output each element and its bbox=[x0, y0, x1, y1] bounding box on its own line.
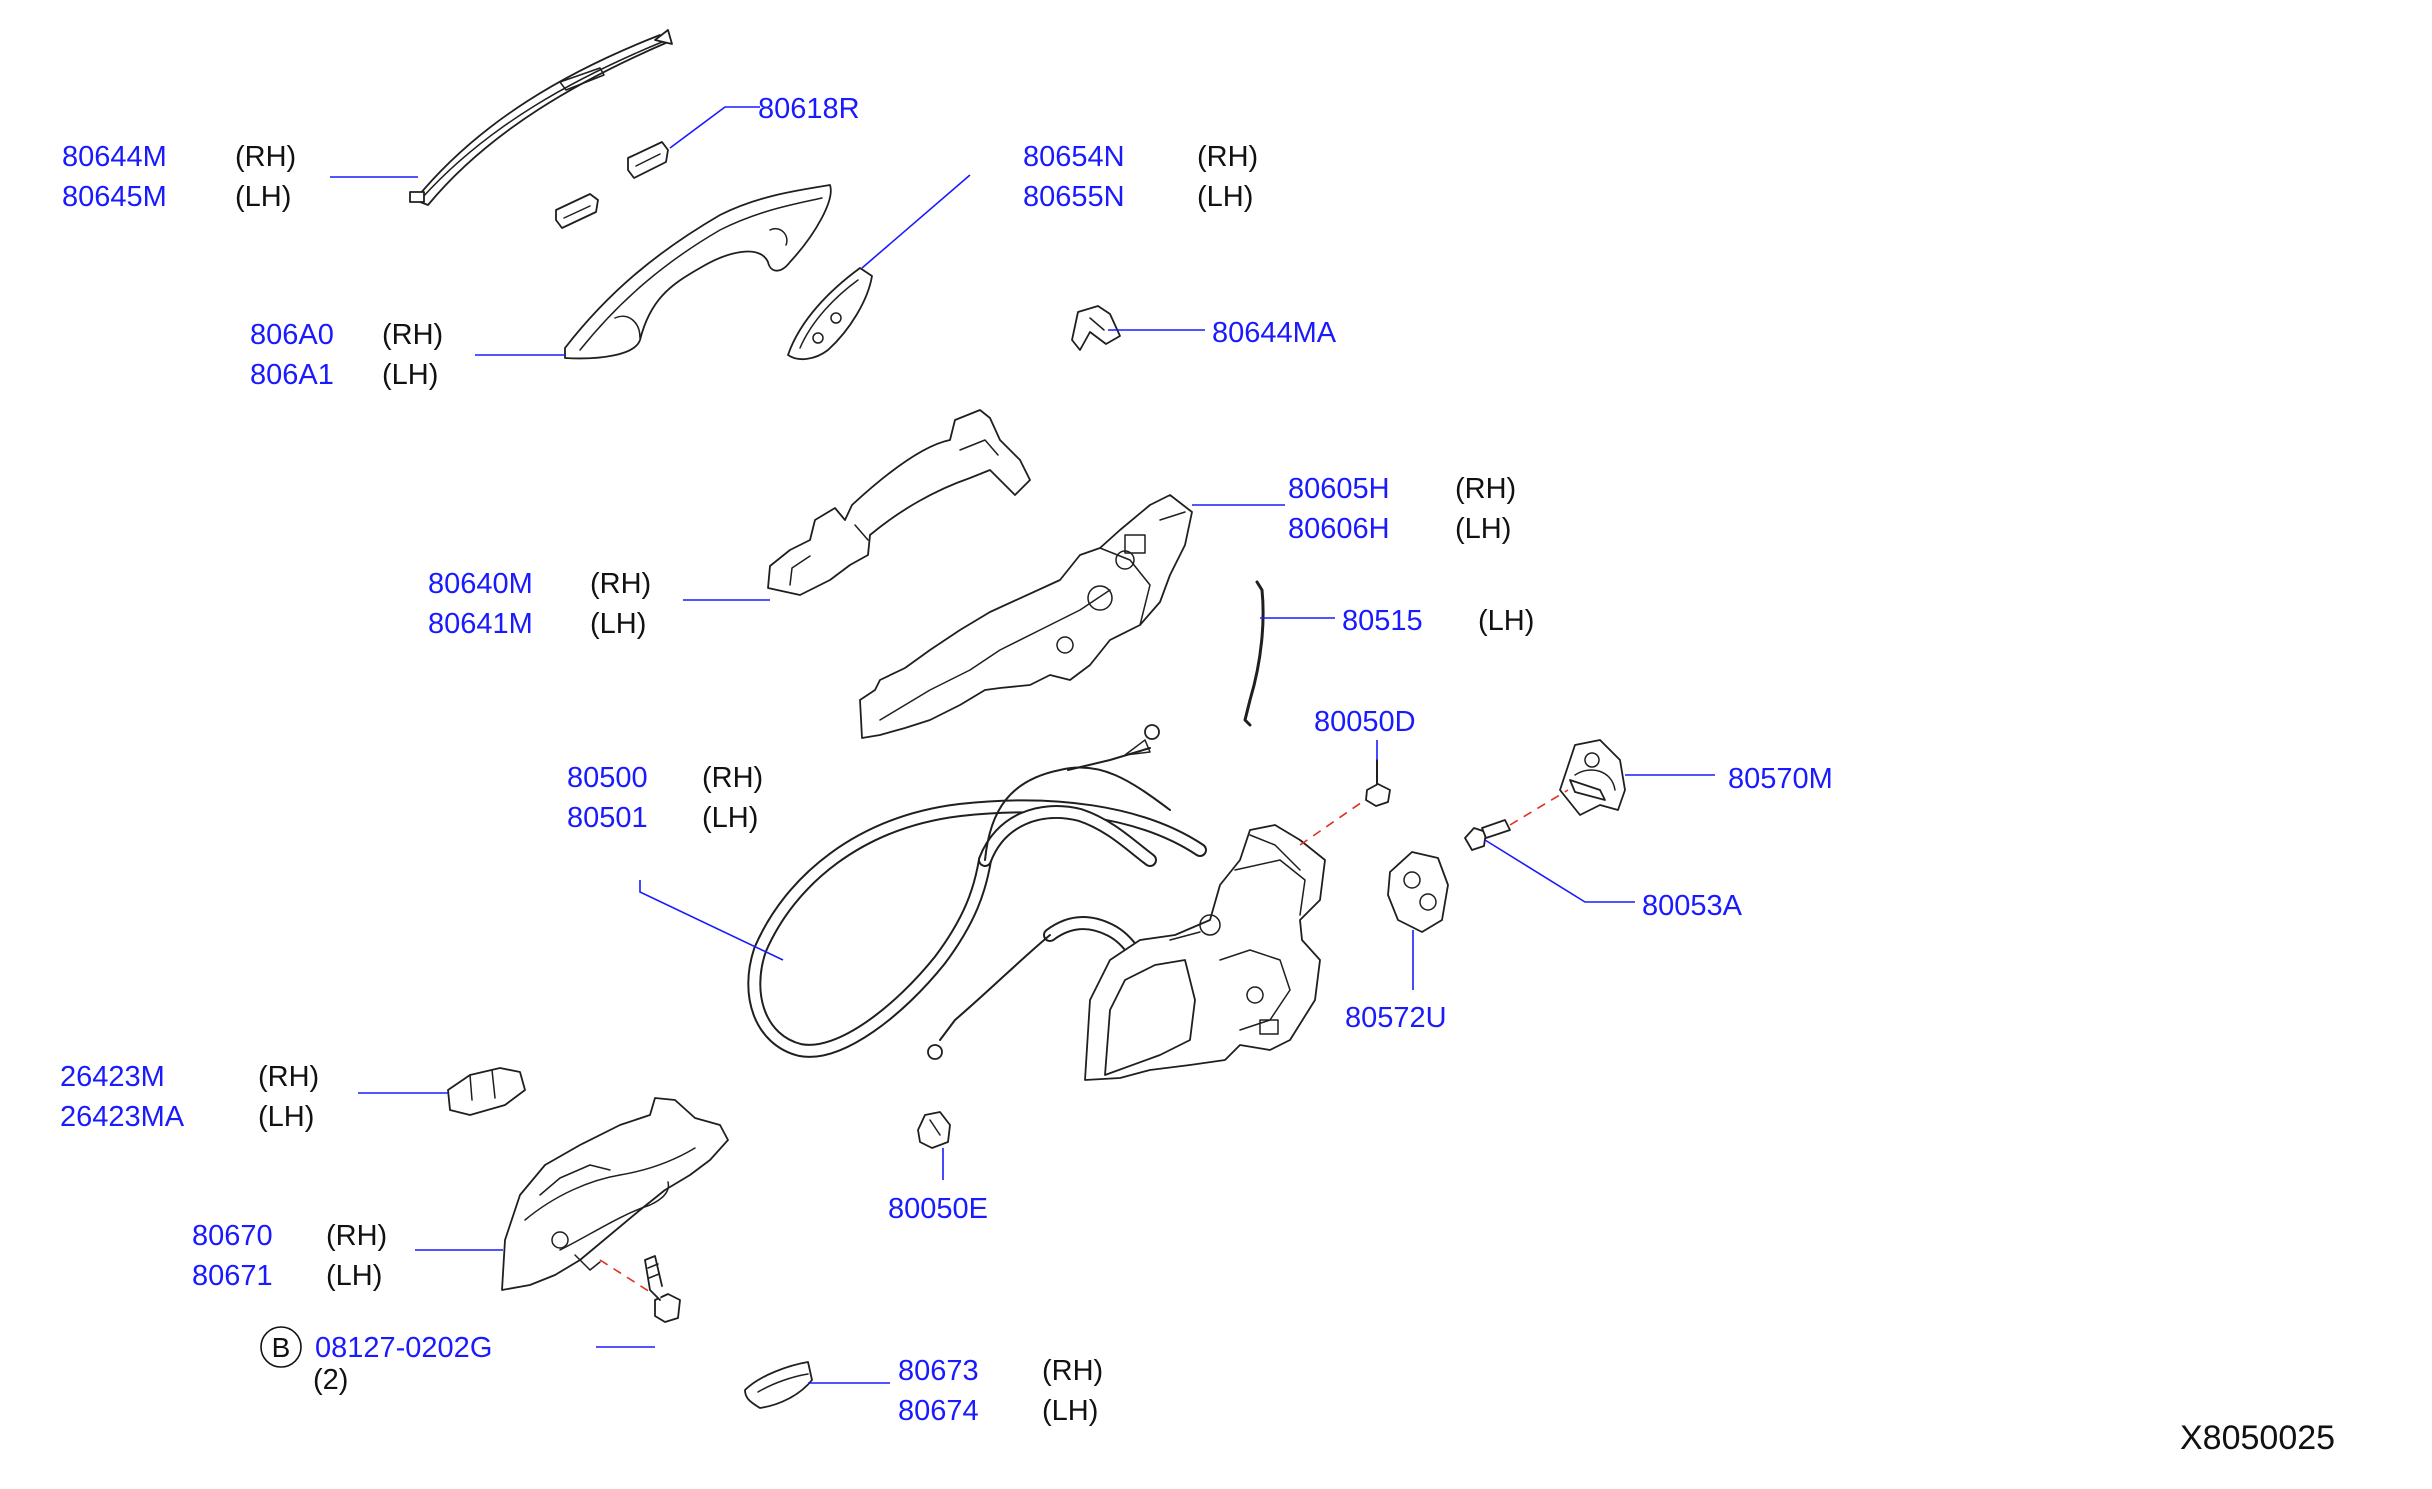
side-label-80501: (LH) bbox=[702, 802, 758, 834]
part-number-80570m[interactable]: 80570M bbox=[1728, 763, 1833, 795]
leader-lines bbox=[330, 106, 1715, 1384]
part-number-26423m[interactable]: 26423M bbox=[60, 1061, 165, 1093]
side-label-80640m: (RH) bbox=[590, 568, 651, 600]
callout-80640m: 80640M (RH) 80641M (LH) bbox=[428, 568, 651, 640]
side-label-80605h: (RH) bbox=[1455, 473, 1516, 505]
part-gasket-80654n[interactable] bbox=[787, 267, 873, 361]
callout-80654n: 80654N (RH) 80655N (LH) bbox=[1023, 141, 1258, 213]
side-label-80500: (RH) bbox=[702, 762, 763, 794]
part-number-80053a[interactable]: 80053A bbox=[1642, 890, 1743, 922]
part-door-cable[interactable] bbox=[747, 724, 1207, 1060]
part-number-08127-0202g[interactable]: 08127-0202G bbox=[315, 1332, 492, 1364]
callout-labels: 80644M(RH)80645M(LH)80618R80654N(RH)8065… bbox=[60, 93, 1833, 1427]
part-number-80645m[interactable]: 80645M bbox=[62, 181, 167, 213]
marker-letter: B bbox=[272, 1332, 291, 1363]
part-number-806a0[interactable]: 806A0 bbox=[250, 319, 334, 351]
part-number-80501[interactable]: 80501 bbox=[567, 802, 648, 834]
callout-80644m: 80644M (RH) 80645M (LH) bbox=[62, 141, 296, 213]
part-clip-left[interactable] bbox=[555, 193, 599, 229]
callout-80515: 80515 (LH) bbox=[1342, 605, 1534, 637]
part-clip-80618r[interactable] bbox=[627, 141, 669, 179]
side-label-80654n: (RH) bbox=[1197, 141, 1258, 173]
part-number-80618r[interactable]: 80618R bbox=[758, 93, 860, 125]
part-rod-80515[interactable] bbox=[1243, 580, 1265, 727]
part-number-80572u[interactable]: 80572U bbox=[1345, 1002, 1447, 1034]
side-label-80515: (LH) bbox=[1478, 605, 1534, 637]
part-number-80674[interactable]: 80674 bbox=[898, 1395, 979, 1427]
part-bolt-08127[interactable] bbox=[644, 1255, 681, 1323]
part-escutcheon-80673[interactable] bbox=[744, 1361, 813, 1409]
callout-08127-qty: (2) bbox=[313, 1364, 348, 1396]
part-number-80655n[interactable]: 80655N bbox=[1023, 181, 1125, 213]
part-number-80644ma[interactable]: 80644MA bbox=[1212, 317, 1337, 349]
part-number-80500[interactable]: 80500 bbox=[567, 762, 648, 794]
side-label-806a1: (LH) bbox=[382, 359, 438, 391]
part-number-806a1[interactable]: 806A1 bbox=[250, 359, 334, 391]
callout-80673: 80673 (RH) 80674 (LH) bbox=[898, 1355, 1103, 1427]
callout-26423m: 26423M (RH) 26423MA (LH) bbox=[60, 1061, 319, 1133]
part-shim-80572u[interactable] bbox=[1387, 851, 1449, 933]
side-label-80671: (LH) bbox=[326, 1260, 382, 1292]
assembly-line-bolt-to-handle bbox=[599, 1259, 651, 1293]
callout-80050d: 80050D bbox=[1314, 706, 1416, 738]
diagram-ref-number: X8050025 bbox=[2180, 1419, 2335, 1457]
part-number-80515[interactable]: 80515 bbox=[1342, 605, 1423, 637]
part-cover-80644ma[interactable] bbox=[1071, 305, 1121, 351]
callout-08127: 08127-0202G bbox=[315, 1332, 492, 1364]
side-label-80673: (RH) bbox=[1042, 1355, 1103, 1387]
part-outer-handle[interactable] bbox=[564, 184, 832, 360]
side-label-80644m: (RH) bbox=[235, 141, 296, 173]
callout-80670: 80670 (RH) 80671 (LH) bbox=[192, 1220, 387, 1292]
callout-80570m: 80570M bbox=[1728, 763, 1833, 795]
part-number-80050e[interactable]: 80050E bbox=[888, 1193, 988, 1225]
side-label-80655n: (LH) bbox=[1197, 181, 1253, 213]
assembly-line-screw-to-lock bbox=[1299, 799, 1366, 846]
side-label-26423ma: (LH) bbox=[258, 1101, 314, 1133]
part-clip-80050e[interactable] bbox=[917, 1111, 951, 1149]
callout-80050e: 80050E bbox=[888, 1193, 988, 1225]
part-handle-bracket[interactable] bbox=[859, 494, 1193, 739]
part-bolt-80053a[interactable] bbox=[1464, 819, 1511, 851]
callout-80053a: 80053A bbox=[1642, 890, 1743, 922]
marker-circle bbox=[260, 1326, 302, 1368]
callout-80618r: 80618R bbox=[758, 93, 860, 125]
part-number-80644m[interactable]: 80644M bbox=[62, 141, 167, 173]
part-number-26423ma[interactable]: 26423MA bbox=[60, 1101, 185, 1133]
part-handle-frame[interactable] bbox=[767, 409, 1031, 596]
callout-806a0: 806A0 (RH) 806A1 (LH) bbox=[250, 319, 443, 391]
side-label-80606h: (LH) bbox=[1455, 513, 1511, 545]
callout-80644ma: 80644MA bbox=[1212, 317, 1337, 349]
part-number-80641m[interactable]: 80641M bbox=[428, 608, 533, 640]
part-number-80673[interactable]: 80673 bbox=[898, 1355, 979, 1387]
side-label-80670: (RH) bbox=[326, 1220, 387, 1252]
part-striker-80570m[interactable] bbox=[1559, 739, 1626, 816]
part-screw-80050d[interactable] bbox=[1365, 759, 1391, 807]
part-block-26423m[interactable] bbox=[447, 1067, 526, 1116]
assembly-line-bolt-to-striker bbox=[1509, 789, 1569, 826]
part-number-80606h[interactable]: 80606H bbox=[1288, 513, 1390, 545]
side-label-80645m: (LH) bbox=[235, 181, 291, 213]
part-inner-handle[interactable] bbox=[501, 1097, 729, 1291]
part-number-80050d[interactable]: 80050D bbox=[1314, 706, 1416, 738]
side-label-80641m: (LH) bbox=[590, 608, 646, 640]
callout-80500: 80500 (RH) 80501 (LH) bbox=[567, 762, 763, 834]
callout-80605h: 80605H (RH) 80606H (LH) bbox=[1288, 473, 1516, 545]
side-label-26423m: (RH) bbox=[258, 1061, 319, 1093]
side-label-80674: (LH) bbox=[1042, 1395, 1098, 1427]
part-number-80671[interactable]: 80671 bbox=[192, 1260, 273, 1292]
part-number-80670[interactable]: 80670 bbox=[192, 1220, 273, 1252]
part-number-80640m[interactable]: 80640M bbox=[428, 568, 533, 600]
part-door-lock-actuator[interactable] bbox=[1084, 824, 1326, 1081]
side-label-806a0: (RH) bbox=[382, 319, 443, 351]
part-number-80605h[interactable]: 80605H bbox=[1288, 473, 1390, 505]
callout-80572u: 80572U bbox=[1345, 1002, 1447, 1034]
part-number-80654n[interactable]: 80654N bbox=[1023, 141, 1125, 173]
part-handle-cover-strip[interactable] bbox=[409, 29, 673, 206]
callout-marker-b: B (2) bbox=[260, 1326, 348, 1396]
